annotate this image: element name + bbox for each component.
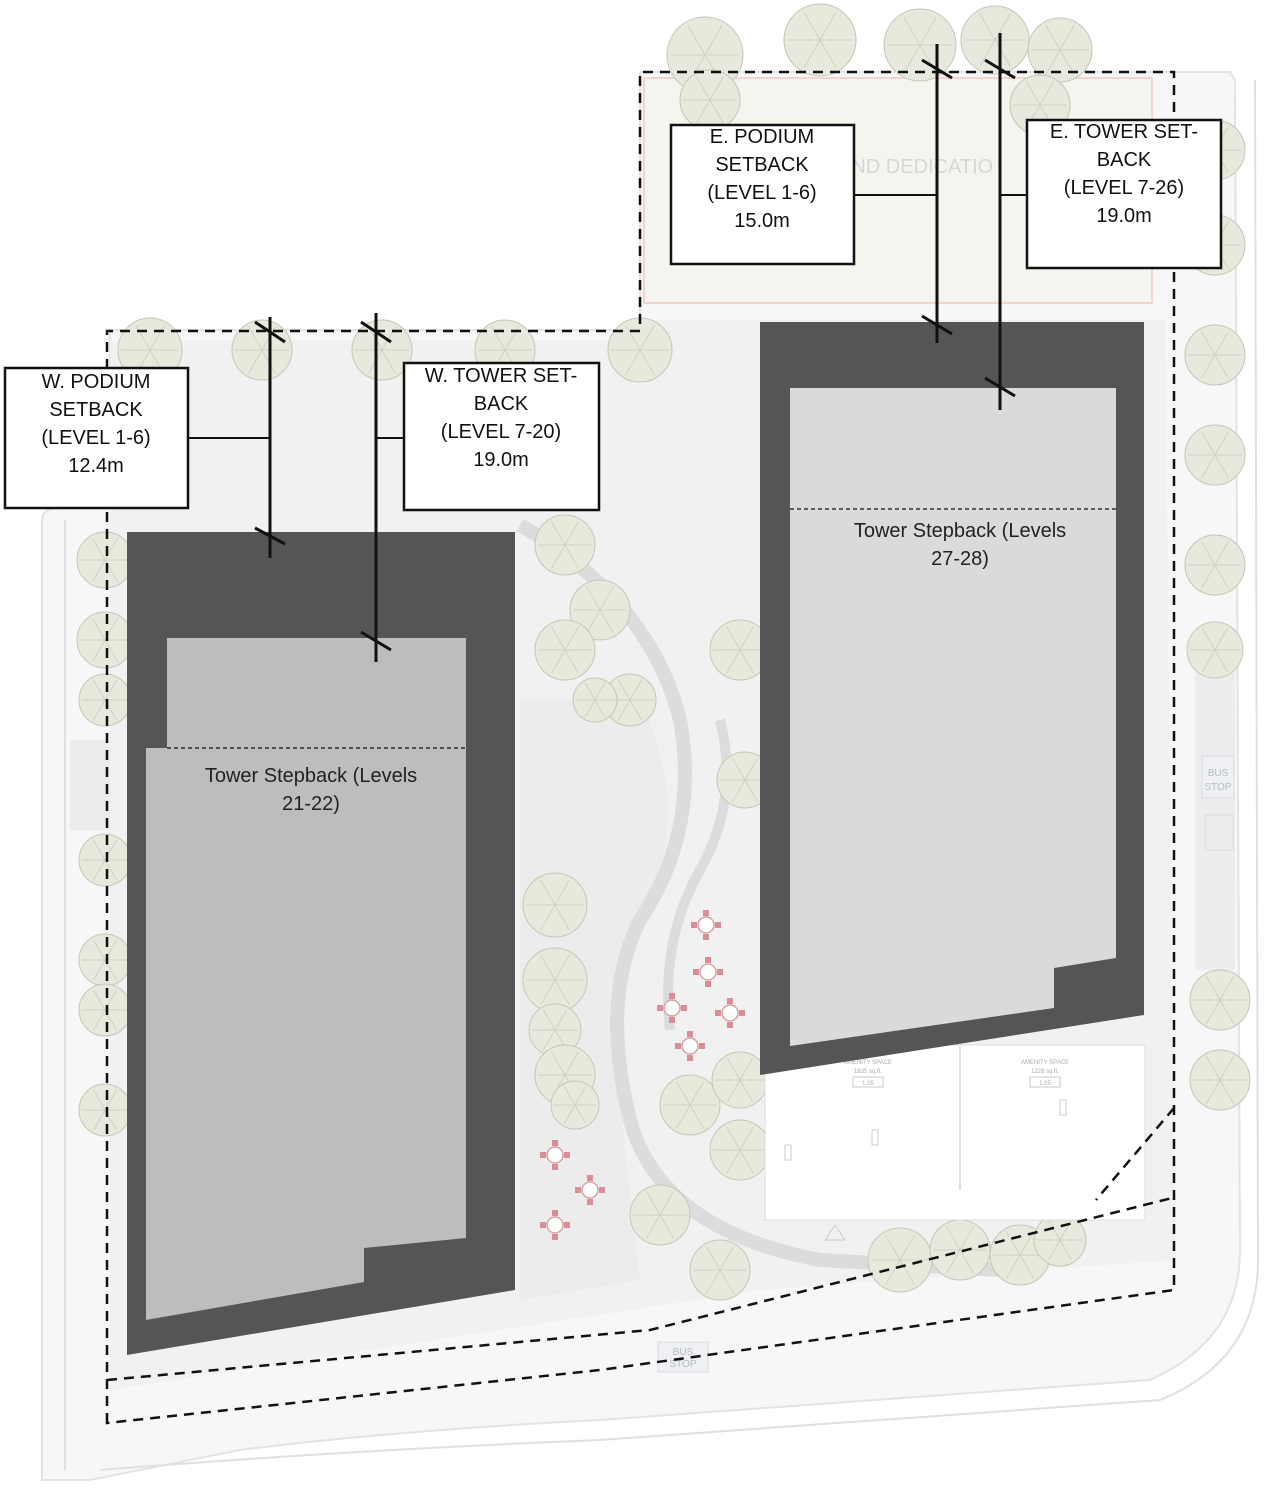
tree — [534, 514, 596, 576]
amenity-space-2-name: AMENITY SPACE — [1021, 1060, 1069, 1066]
tree — [78, 833, 132, 887]
tree — [522, 872, 588, 938]
east-stepback-label-line-1: Tower Stepback (Levels — [854, 520, 1066, 542]
w-podium-line-2: SETBACK — [49, 399, 143, 421]
w-tower-line-4: 19.0m — [473, 449, 529, 471]
e-podium-line-1: E. PODIUM — [710, 126, 814, 148]
amenity-space-1-tag: 1.05 — [862, 1081, 874, 1087]
amenity-space-1-name: AMENITY SPACE — [844, 1060, 892, 1066]
bistro-table — [540, 1140, 570, 1170]
bistro-table — [575, 1175, 605, 1205]
w-podium-line-1: W. PODIUM — [42, 371, 151, 393]
amenity-space-1-area: 1635 sq.ft. — [854, 1069, 882, 1075]
east-tower — [790, 388, 1116, 1046]
dimension-lines — [188, 33, 1027, 662]
e-podium-line-4: 15.0m — [734, 210, 790, 232]
bus-stop-south-line-2: STOP — [669, 1359, 696, 1370]
w-podium-line-4: 12.4m — [68, 455, 124, 477]
tree — [929, 1219, 991, 1281]
tree — [78, 983, 132, 1037]
e-tower-line-2: BACK — [1097, 149, 1152, 171]
plaza-tables — [540, 910, 745, 1240]
tree — [231, 319, 293, 381]
tree — [528, 1003, 582, 1057]
e-podium-setback-callout: E. PODIUM SETBACK (LEVEL 1-6) 15.0m — [669, 123, 856, 266]
tree — [1184, 324, 1246, 386]
tree — [679, 69, 741, 131]
tree — [78, 673, 132, 727]
bus-stop-east: BUS STOP — [1201, 755, 1235, 851]
tree — [522, 947, 588, 1013]
tree — [1189, 969, 1251, 1031]
tree — [569, 579, 631, 641]
tree — [1189, 1049, 1251, 1111]
tree — [572, 677, 618, 723]
tree — [78, 1083, 132, 1137]
west-building: Tower Stepback (Levels 21-22) — [127, 532, 515, 1355]
tree — [689, 1239, 751, 1301]
bistro-table — [540, 1210, 570, 1240]
tree — [76, 531, 134, 589]
tree — [867, 1227, 933, 1293]
bus-stop-south-line-1: BUS — [673, 1347, 694, 1358]
tree — [659, 1074, 721, 1136]
e-podium-line-3: (LEVEL 1-6) — [707, 182, 816, 204]
dedication-line — [106, 1196, 1173, 1382]
east-stepback-label-line-2: 27-28) — [931, 548, 989, 570]
tree — [629, 1184, 691, 1246]
tree — [709, 619, 771, 681]
w-tower-line-3: (LEVEL 7-20) — [441, 421, 561, 443]
bus-stop-east-line-1: BUS — [1208, 768, 1229, 779]
w-tower-line-2: BACK — [474, 393, 529, 415]
bistro-table — [715, 998, 745, 1028]
tree — [1184, 534, 1246, 596]
tree — [78, 933, 132, 987]
w-podium-setback-callout: W. PODIUM SETBACK (LEVEL 1-6) 12.4m — [3, 366, 190, 510]
tree — [550, 1080, 600, 1130]
tree — [607, 317, 673, 383]
bus-stop-east-line-2: STOP — [1204, 782, 1231, 793]
bistro-table — [693, 957, 723, 987]
tree — [76, 611, 134, 669]
e-tower-line-1: E. TOWER SET- — [1050, 121, 1198, 143]
w-tower-setback-callout: W. TOWER SET- BACK (LEVEL 7-20) 19.0m — [402, 361, 601, 512]
e-podium-line-2: SETBACK — [715, 154, 809, 176]
tree — [1033, 1213, 1087, 1267]
land-dedication-label: AND DEDICATIO — [838, 156, 993, 178]
bistro-table — [691, 910, 721, 940]
property-lines — [105, 70, 1176, 1425]
west-stepback-label-line-1: Tower Stepback (Levels — [205, 765, 417, 787]
tree — [709, 1119, 771, 1181]
amenity-space-2-area: 1228 sq.ft. — [1031, 1069, 1059, 1075]
tree — [534, 619, 596, 681]
tree — [783, 3, 857, 77]
tree — [1184, 424, 1246, 486]
e-tower-setback-callout: E. TOWER SET- BACK (LEVEL 7-26) 19.0m — [1025, 118, 1223, 270]
w-tower-line-1: W. TOWER SET- — [425, 365, 578, 387]
bus-stop-south: BUS STOP — [657, 1341, 709, 1373]
e-tower-line-3: (LEVEL 7-26) — [1064, 177, 1184, 199]
tree — [960, 5, 1030, 75]
property-boundary — [105, 70, 1176, 1425]
west-tower — [146, 638, 466, 1320]
amenity-spaces: AMENITY SPACE 1635 sq.ft. 1.05 AMENITY S… — [764, 1044, 1146, 1241]
tree — [1186, 621, 1244, 679]
bistro-table — [657, 993, 687, 1023]
tree — [883, 8, 957, 82]
bistro-table — [675, 1031, 705, 1061]
west-stepback-label-line-2: 21-22) — [282, 793, 340, 815]
trees — [76, 3, 1251, 1301]
e-tower-line-4: 19.0m — [1096, 205, 1152, 227]
corner-line — [1095, 1107, 1175, 1201]
amenity-space-2-tag: 1.05 — [1039, 1081, 1051, 1087]
w-podium-line-3: (LEVEL 1-6) — [41, 427, 150, 449]
east-building: Tower Stepback (Levels 27-28) — [760, 322, 1144, 1075]
tree — [711, 1051, 769, 1109]
